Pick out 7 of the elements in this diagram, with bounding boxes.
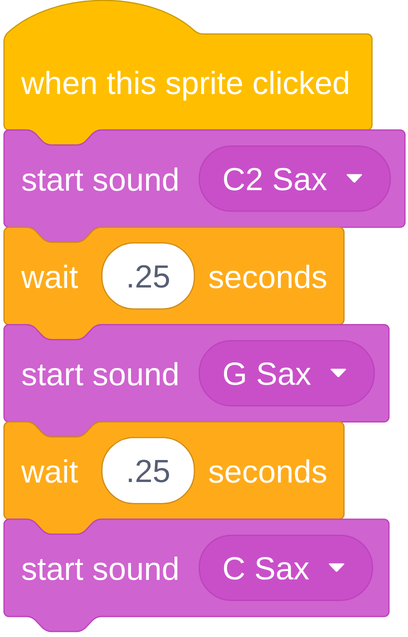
hat-block: when this sprite clicked [3,0,373,146]
dropdown-menu: C Sax [198,534,374,601]
input-field: .25 [101,242,195,310]
input-field: .25 [101,436,195,504]
command-block: start sound C Sax [3,518,390,632]
dropdown-menu: C2 Sax [198,146,391,212]
dropdown-menu: G Sax [198,340,375,406]
